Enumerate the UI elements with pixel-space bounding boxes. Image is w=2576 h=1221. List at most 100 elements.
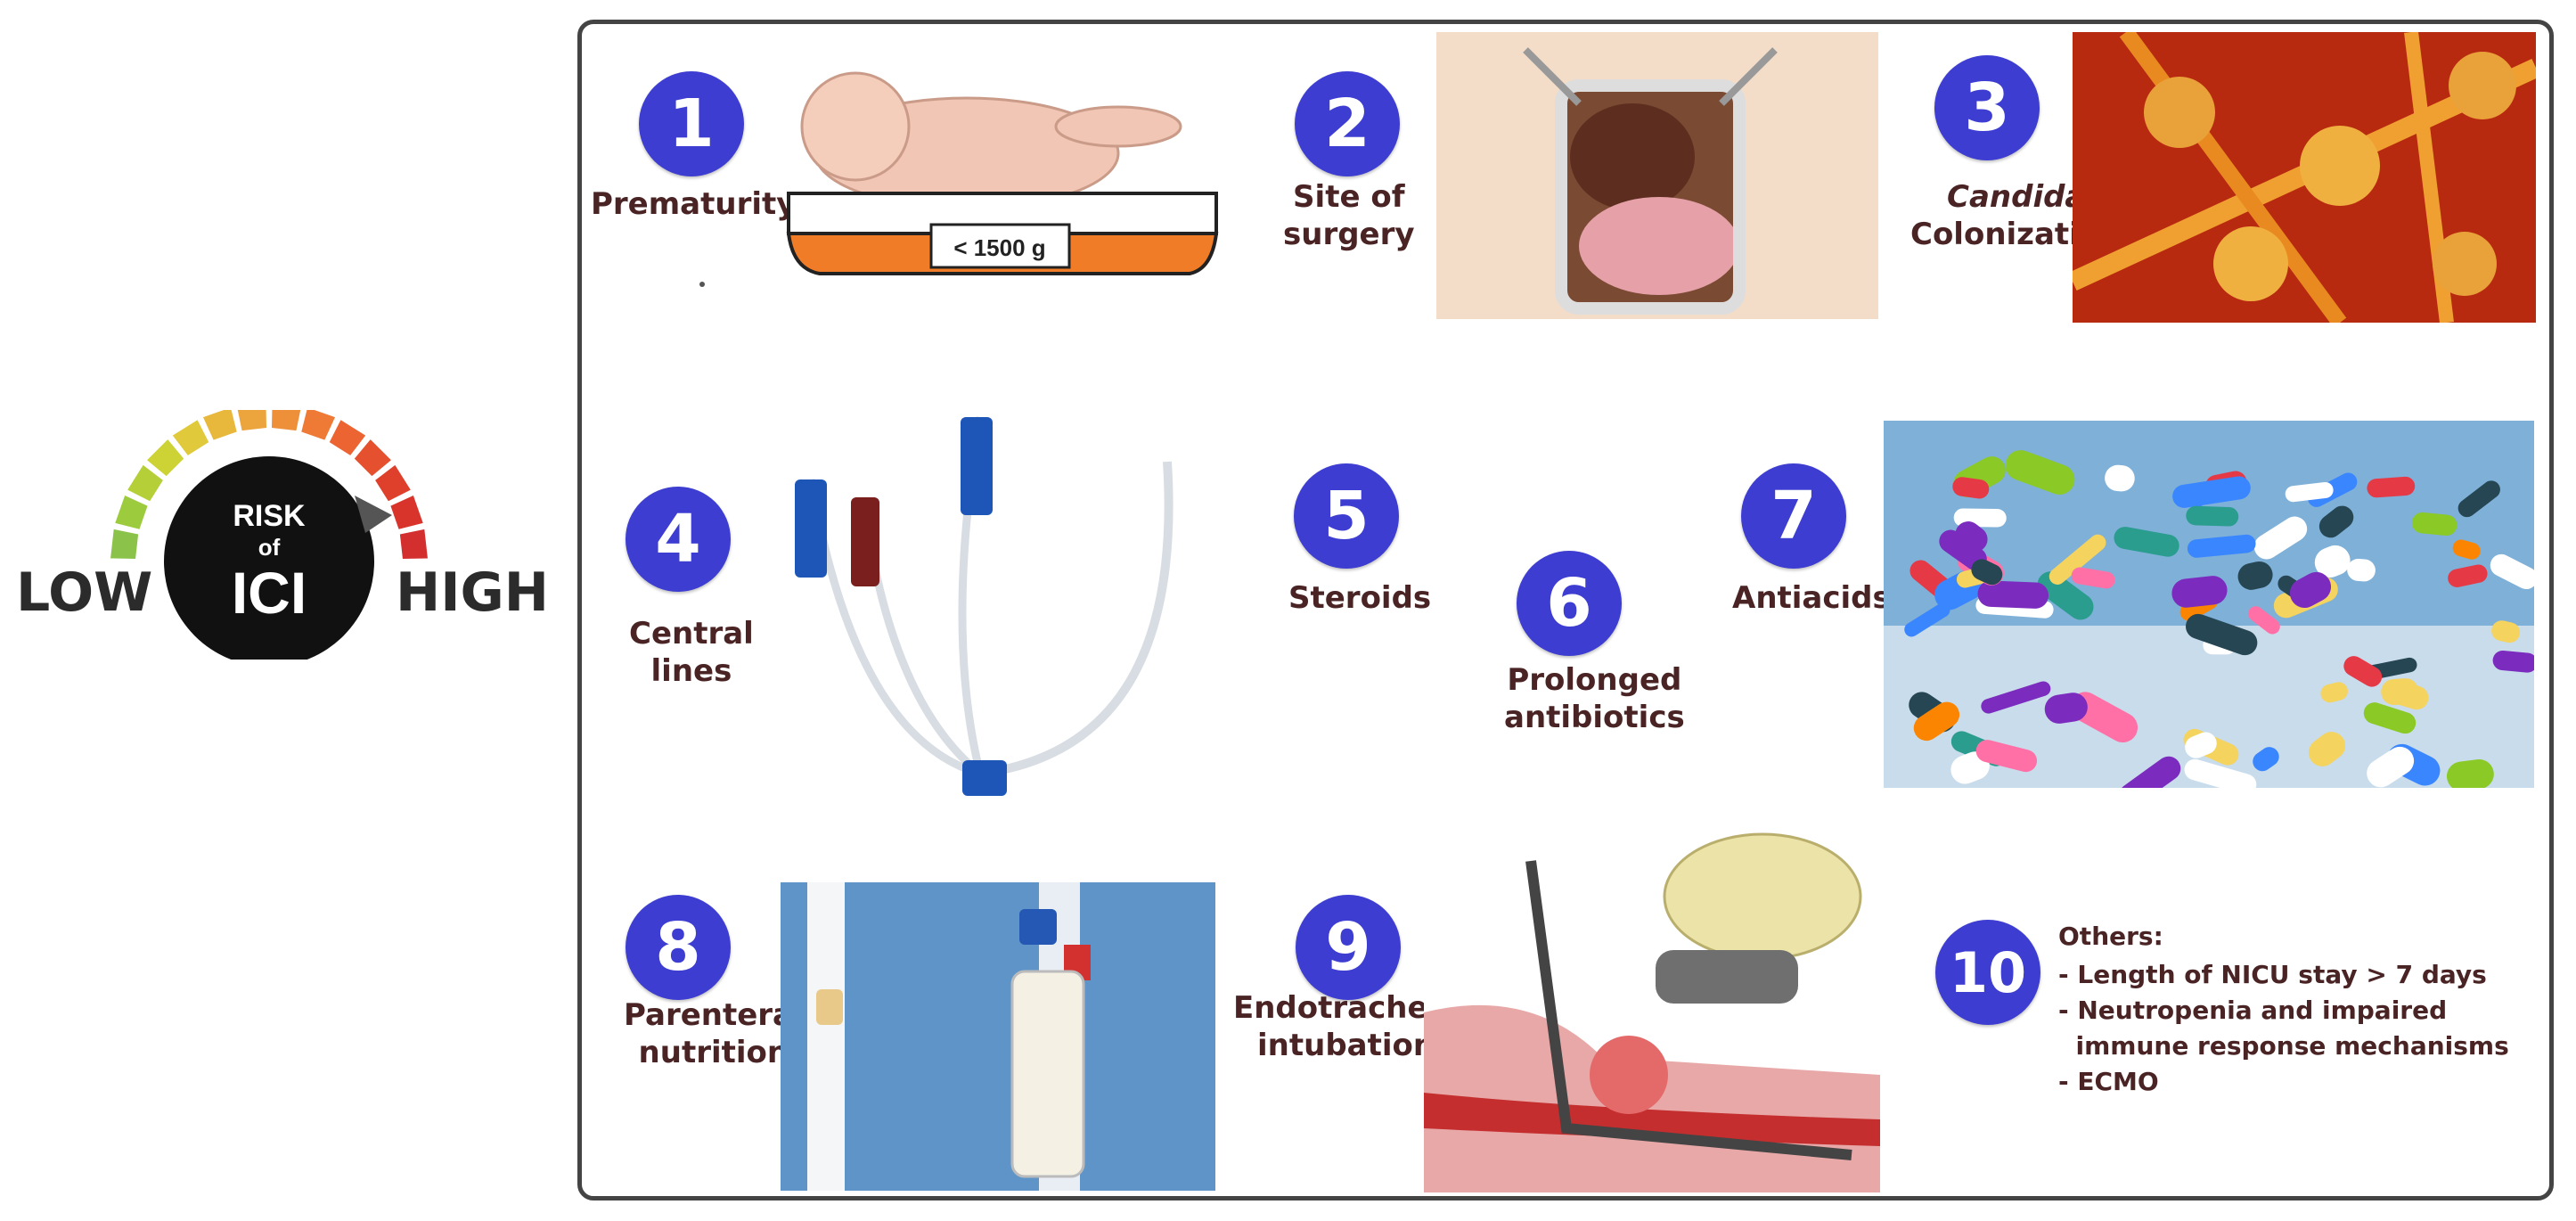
pill-shape [2491, 620, 2521, 643]
gauge-center-disc [164, 456, 374, 660]
pill-shape [2448, 564, 2488, 587]
premature-baby-on-scale-image: < 1500 g [771, 55, 1225, 278]
pill-shape [1975, 740, 2038, 773]
candida-microscopy-image [2073, 32, 2536, 323]
gauge-segment [237, 410, 267, 431]
pill-shape [2343, 656, 2383, 687]
factor-4-label-line1: Central [629, 616, 754, 651]
pills-capsules-image [1884, 421, 2534, 788]
factor-4-label-line2: lines [650, 653, 732, 689]
factor-4-label: Central lines [629, 615, 754, 690]
stray-dot [699, 282, 705, 287]
factor-9-label-line1: Endotracheal [1233, 990, 1460, 1026]
others-list: - Length of NICU stay > 7 days - Neutrop… [2058, 957, 2509, 1100]
pill-shape [2185, 732, 2217, 758]
pill-shape [1952, 477, 1990, 499]
pill-shape [2184, 758, 2257, 788]
gauge-segment [147, 439, 184, 477]
pill-shape [2187, 534, 2256, 558]
factor-9-label-line2: intubation [1257, 1028, 1435, 1063]
pill-shape [1913, 701, 1960, 742]
pill-shape [2114, 527, 2179, 557]
pill-shape [2347, 558, 2376, 582]
factor-1-label: Prematurity [591, 186, 797, 222]
pill-shape [2172, 476, 2251, 508]
scale-weight-text: < 1500 g [953, 234, 1045, 261]
pill-shape [1904, 602, 1950, 637]
intubation-illustration-image [1424, 825, 1880, 1192]
gauge-of-text: of [258, 534, 281, 561]
factor-9-badge: 9 [1296, 895, 1401, 1000]
factor-2-label-line2: surgery [1283, 217, 1415, 252]
gauge-segment [399, 529, 428, 560]
pill-shape [1950, 751, 1990, 784]
iv-drip-chamber-image [781, 882, 1215, 1191]
risk-gauge: RISK of ICI LOW HIGH [0, 410, 552, 660]
pill-shape [2237, 561, 2273, 590]
pill-shape [2308, 732, 2346, 766]
factor-6-label-line2: antibiotics [1504, 700, 1685, 735]
gauge-arc-graphic: RISK of ICI [110, 410, 428, 660]
pill-shape [2253, 516, 2308, 560]
pill-shape [2119, 756, 2181, 788]
pill-shape [2105, 464, 2135, 492]
factor-7-badge: 7 [1741, 463, 1846, 569]
pill-shape [1939, 529, 1987, 570]
gauge-segment [271, 410, 301, 431]
gauge-segment [375, 464, 411, 502]
gauge-segment [110, 529, 139, 560]
others-title: Others: [2058, 922, 2163, 951]
pill-shape [2452, 539, 2481, 560]
gauge-ici-text: ICI [232, 560, 307, 626]
abdominal-surgery-image [1436, 32, 1878, 319]
pill-shape [2367, 476, 2416, 498]
pill-shape [2411, 512, 2457, 537]
pill-shape [2049, 534, 2106, 585]
factor-10-badge: 10 [1935, 920, 2040, 1025]
factor-9-label: Endotracheal intubation [1233, 989, 1459, 1064]
pill-shape [1971, 559, 2003, 586]
pill-shape [2253, 747, 2279, 772]
pill-shape [2381, 678, 2419, 706]
others-item-3: immune response mechanisms [2058, 1031, 2509, 1061]
pill-shape [2186, 505, 2239, 527]
pill-shape [2285, 481, 2334, 503]
gauge-segment [354, 439, 391, 477]
gauge-low-label: LOW [16, 561, 153, 624]
factor-2-badge: 2 [1295, 71, 1400, 176]
pill-shape [2367, 746, 2415, 788]
factor-7-label: Antiacids [1732, 580, 1891, 616]
factor-2-label: Site of surgery [1283, 178, 1415, 253]
others-item-2: - Neutropenia and impaired [2058, 996, 2448, 1025]
gauge-high-label: HIGH [396, 561, 550, 624]
others-item-1: - Length of NICU stay > 7 days [2058, 960, 2487, 989]
pill-shape [2492, 650, 2534, 673]
gauge-segment [329, 420, 366, 455]
factor-8-label: Parenteral nutrition [624, 996, 804, 1071]
factor-6-label-line1: Prolonged [1507, 662, 1682, 698]
pill-shape [2248, 606, 2280, 635]
gauge-segment [172, 420, 209, 455]
factor-8-label-line2: nutrition [638, 1035, 789, 1070]
factor-3-label-line1: Candida [1947, 179, 2086, 215]
pill-shape [2314, 545, 2351, 578]
gauge-segment [127, 464, 163, 502]
pill-shape [2363, 702, 2417, 734]
gauge-segment [202, 410, 237, 440]
pill-shape [2490, 553, 2534, 590]
pill-shape [2005, 450, 2075, 495]
factor-8-badge: 8 [626, 895, 731, 1000]
gauge-segment [301, 410, 336, 440]
factor-6-badge: 6 [1517, 551, 1622, 656]
central-line-catheter-image [757, 364, 1221, 818]
pill-shape [2457, 480, 2500, 518]
factor-8-label-line1: Parenteral [624, 997, 804, 1033]
factor-3-badge: 3 [1934, 55, 2040, 160]
gauge-segments [110, 410, 428, 560]
pill-shape [2447, 759, 2494, 788]
factor-1-badge: 1 [639, 71, 744, 176]
pill-shape [1981, 681, 2051, 714]
pill-shape [2071, 567, 2115, 589]
gauge-segment [390, 495, 423, 529]
others-item-4: - ECMO [2058, 1067, 2159, 1096]
